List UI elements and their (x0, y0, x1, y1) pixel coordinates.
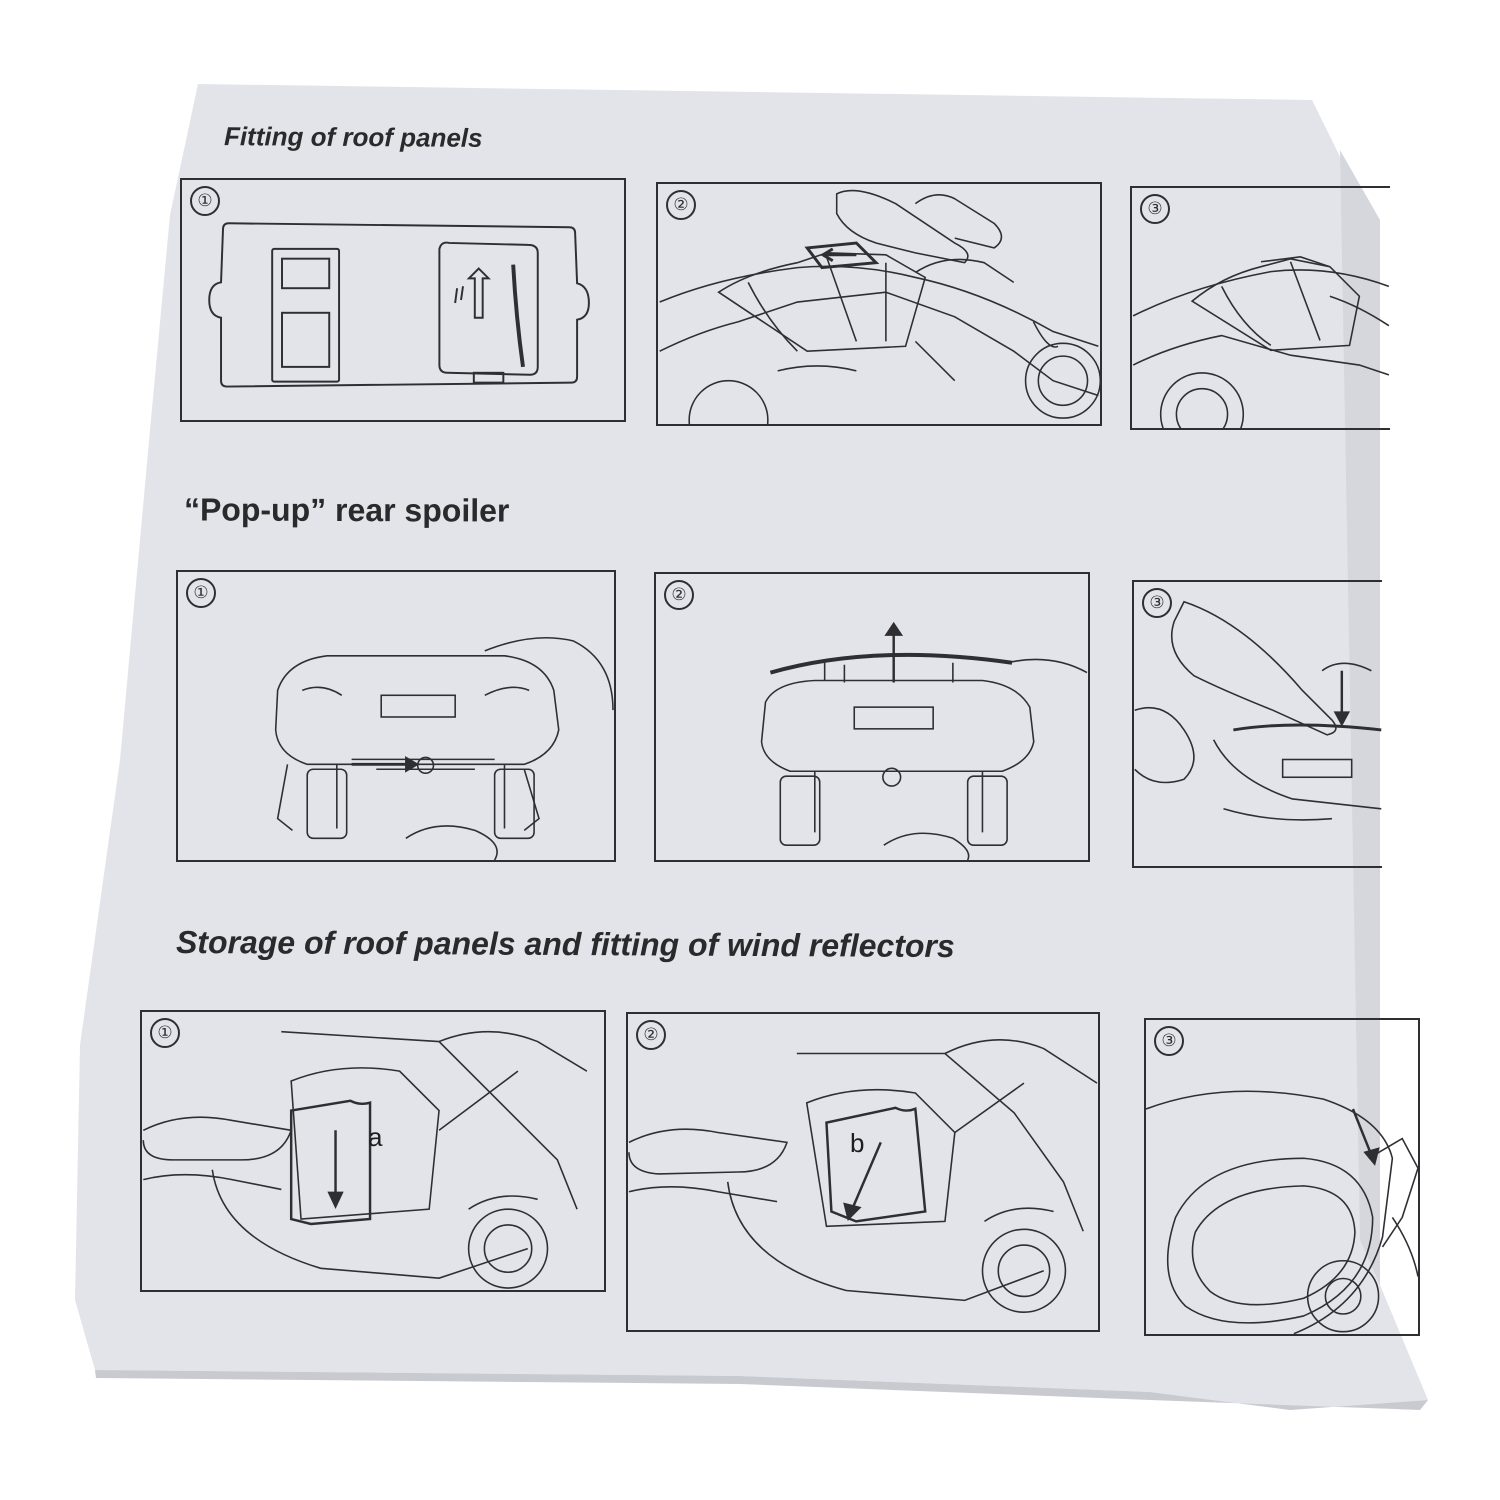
storage-step-1: ① a (140, 1010, 606, 1292)
roof-fitted-illustration (1132, 256, 1390, 428)
panel-label-a: a (368, 1122, 383, 1152)
wind-reflector-fitting-illustration (1146, 1090, 1418, 1334)
section-title-storage-wind-reflectors: Storage of roof panels and fitting of wi… (175, 923, 955, 965)
spoiler-lowering-illustration (1134, 600, 1382, 821)
step-number: ③ (1140, 194, 1170, 224)
spoiler-raised-illustration (760, 621, 1088, 860)
roof-panels-step-3: ③ (1130, 186, 1390, 430)
roof-panels-step-1: ① (180, 178, 626, 422)
panel-label-b: b (850, 1128, 865, 1158)
step-number: ② (664, 580, 694, 610)
step-number: ① (186, 578, 216, 608)
roof-panels-pack-illustration (208, 222, 590, 388)
roof-panels-step-2: ② (656, 182, 1102, 426)
spoiler-release-illustration (274, 636, 614, 860)
step-number: ② (666, 190, 696, 220)
roof-panel-fitting-illustration (659, 189, 1100, 424)
roof-panel-stowing-a-illustration (142, 1030, 588, 1289)
step-number: ② (636, 1020, 666, 1050)
rear-spoiler-step-3: ③ (1132, 580, 1382, 868)
rear-spoiler-step-1: ① (176, 570, 616, 862)
roof-panel-stowing-b-illustration (628, 1038, 1098, 1314)
rear-spoiler-step-2: ② (654, 572, 1090, 862)
step-number: ① (190, 186, 220, 216)
storage-step-3: ③ (1144, 1018, 1420, 1336)
section-title-roof-panels: Fitting of roof panels (223, 121, 483, 153)
step-number: ③ (1154, 1026, 1184, 1056)
storage-step-2: ② b (626, 1012, 1100, 1332)
step-number: ① (150, 1018, 180, 1048)
step-number: ③ (1142, 588, 1172, 618)
section-title-rear-spoiler: “Pop-up” rear spoiler (183, 491, 510, 529)
